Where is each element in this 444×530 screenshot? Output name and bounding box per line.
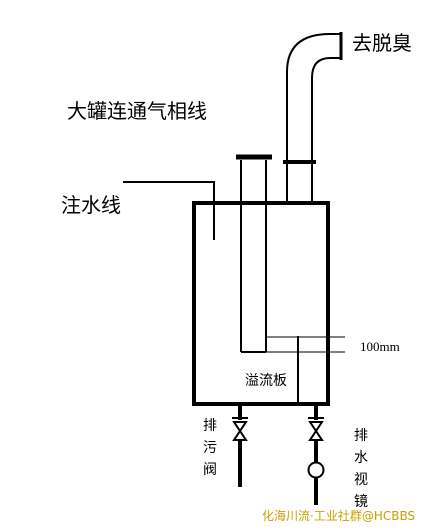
vapor-line-pipe: [236, 154, 272, 353]
sewage-drain: [232, 404, 248, 487]
sight-glass-char: 视: [354, 472, 368, 488]
dimension-100mm: [266, 336, 345, 353]
sewage-valve-icon: [232, 421, 248, 441]
sight-glass-char: 镜: [354, 494, 368, 510]
tank-body: [192, 201, 330, 406]
label-deodorize: 去脱臭: [352, 31, 412, 55]
watermark: 化海川流·工业社群@HCBBS: [262, 508, 415, 523]
label-fill-line: 注水线: [61, 193, 121, 217]
label-100mm: 100mm: [360, 339, 400, 354]
sewage-valve-char: 排: [203, 418, 217, 434]
fill-line: [123, 181, 215, 240]
water-drain: [307, 404, 325, 505]
sewage-valve-char: 污: [203, 440, 217, 456]
sewage-valve-char: 阀: [203, 462, 217, 478]
label-sewage-valve: 排 污 阀: [203, 418, 217, 478]
sight-glass-char: 排: [354, 428, 368, 444]
deodorize-pipe: [283, 32, 343, 205]
label-sight-glass: 排 水 视 镜: [354, 428, 368, 510]
sight-glass-icon: [307, 461, 325, 479]
drain-valve-icon: [308, 421, 324, 441]
label-vapor-line: 大罐连通气相线: [67, 99, 207, 123]
label-overflow-plate: 溢流板: [245, 373, 287, 389]
sight-glass-char: 水: [354, 450, 368, 466]
